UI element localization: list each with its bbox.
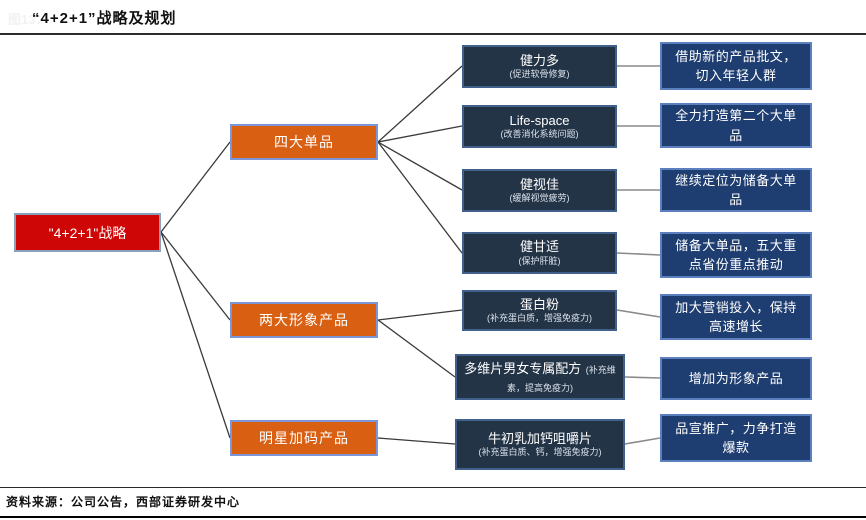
plan-node-1: 借助新的产品批文，切入年轻人群 xyxy=(660,42,812,90)
plan-node-2: 全力打造第二个大单品 xyxy=(660,103,812,148)
plan-text: 储备大单品，五大重点省份重点推动 xyxy=(675,237,797,273)
root-strategy-node: "4+2+1"战略 xyxy=(14,213,161,252)
category-label: 明星加码产品 xyxy=(259,430,349,446)
product-node-life-space: Life-space (改善消化系统问题) xyxy=(462,105,617,148)
product-subtitle: (改善消化系统问题) xyxy=(500,129,579,140)
plan-node-3: 继续定位为储备大单品 xyxy=(660,168,812,212)
product-title: 健甘适 xyxy=(519,239,559,255)
product-node-protein-powder: 蛋白粉 (补充蛋白质，增强免疫力) xyxy=(462,290,617,331)
product-node-colostrum-calcium: 牛初乳加钙咀嚼片 (补充蛋白质、钙，增强免疫力) xyxy=(455,419,625,470)
plan-node-7: 品宣推广，力争打造爆款 xyxy=(660,414,812,462)
plan-node-4: 储备大单品，五大重点省份重点推动 xyxy=(660,232,812,278)
product-node-jianshijia: 健视佳 (缓解视觉疲劳) xyxy=(462,169,617,212)
product-node-jianliduo: 健力多 (促进软骨修复) xyxy=(462,45,617,88)
figure-number-label: 图13： xyxy=(8,12,49,27)
plan-node-6: 增加为形象产品 xyxy=(660,357,812,400)
root-strategy-label: "4+2+1"战略 xyxy=(48,224,127,241)
plan-text: 增加为形象产品 xyxy=(688,370,784,386)
product-title: 蛋白粉 xyxy=(519,296,559,312)
plan-node-5: 加大营销投入，保持高速增长 xyxy=(660,294,812,340)
product-subtitle: (保护肝脏) xyxy=(518,255,561,266)
product-node-multivitamin: 多维片男女专属配方 (补充维素，提高免疫力) xyxy=(455,354,625,400)
product-title: 多维片男女专属配方 xyxy=(464,361,582,376)
plan-text: 品宣推广，力争打造爆款 xyxy=(675,420,797,456)
plan-text: 继续定位为储备大单品 xyxy=(675,172,797,208)
footer-divider xyxy=(0,487,866,488)
plan-text: 借助新的产品批文，切入年轻人群 xyxy=(675,48,797,84)
product-subtitle: (补充蛋白质、钙，增强免疫力) xyxy=(478,447,602,458)
bottom-border xyxy=(0,516,866,518)
category-node-star-products: 明星加码产品 xyxy=(230,420,378,456)
plan-text: 加大营销投入，保持高速增长 xyxy=(675,299,797,335)
category-node-two-image-products: 两大形象产品 xyxy=(230,302,378,338)
category-node-four-singles: 四大单品 xyxy=(230,124,378,160)
page-title: “4+2+1”战略及规划 xyxy=(32,10,177,27)
product-title: 健视佳 xyxy=(519,176,559,192)
product-subtitle: (缓解视觉疲劳) xyxy=(509,193,570,204)
category-label: 四大单品 xyxy=(274,134,334,150)
product-title: 牛初乳加钙咀嚼片 xyxy=(487,430,592,446)
product-title: 健力多 xyxy=(519,52,559,68)
product-node-jianganshi: 健甘适 (保护肝脏) xyxy=(462,232,617,274)
plan-text: 全力打造第二个大单品 xyxy=(675,108,797,143)
product-title: Life-space xyxy=(509,112,570,128)
category-label: 两大形象产品 xyxy=(259,312,349,328)
product-subtitle: (促进软骨修复) xyxy=(509,69,570,80)
header: 图13： “4+2+1”战略及规划 xyxy=(0,0,866,35)
product-subtitle: (补充维素，提高免疫力) xyxy=(507,365,616,393)
source-note: 资料来源：公司公告，西部证券研发中心 xyxy=(6,495,241,509)
product-subtitle: (补充蛋白质，增强免疫力) xyxy=(487,313,592,324)
